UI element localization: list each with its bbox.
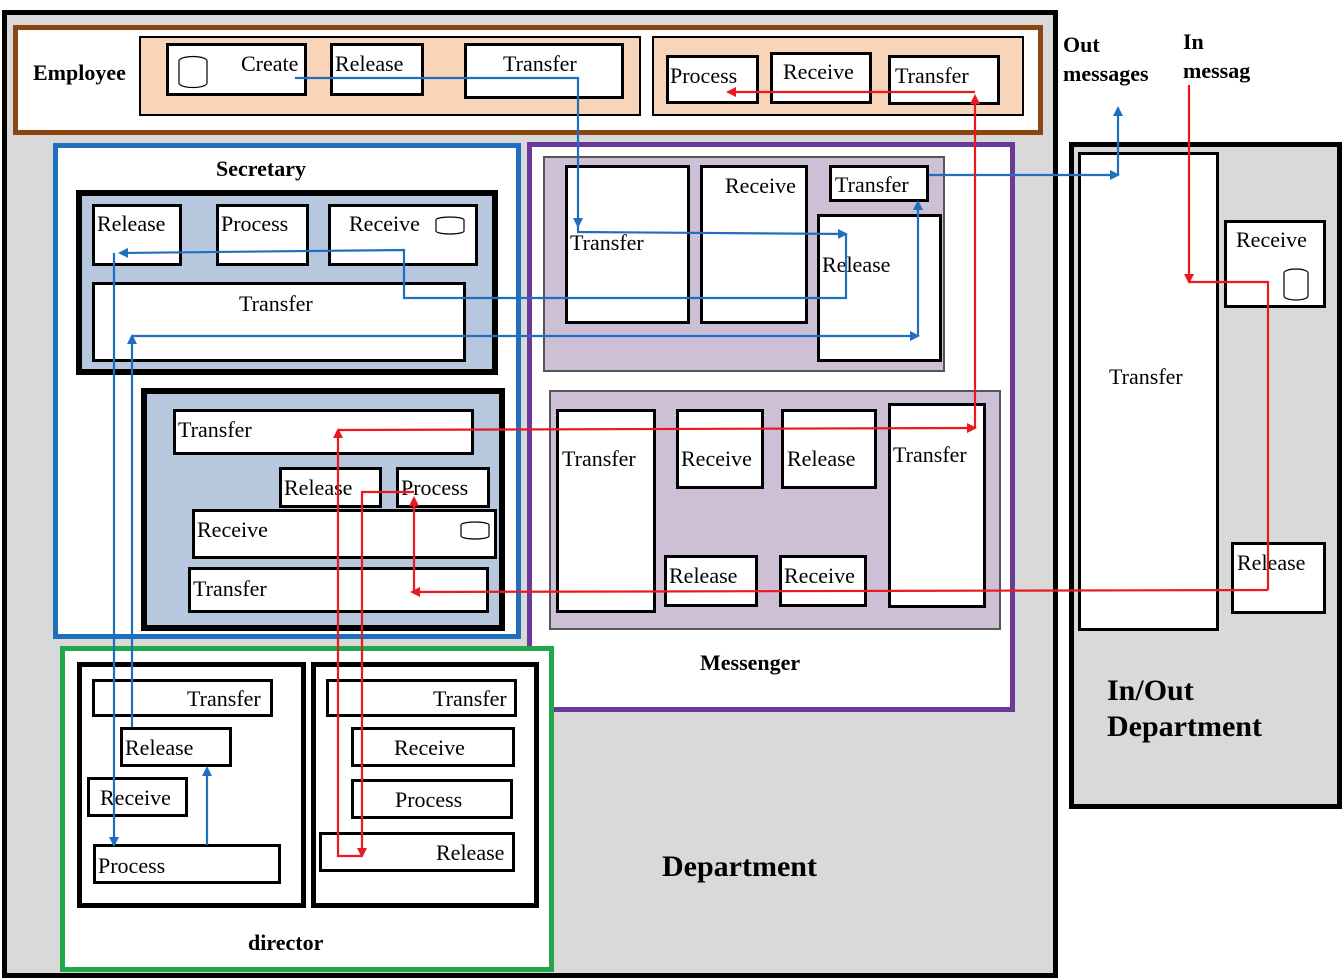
director-process-label: Process — [98, 853, 166, 878]
inout-receive-box: Receive — [1224, 220, 1326, 308]
messenger2-transfer-left-label: Transfer — [562, 446, 636, 471]
messenger2-release2-box: Release — [664, 555, 758, 607]
secretary-process-label: Process — [221, 211, 289, 236]
messenger2-receive2-label: Receive — [784, 563, 855, 588]
employee-receive-box: Receive — [770, 52, 872, 104]
messenger2-transfer-right-box: Transfer — [888, 403, 986, 608]
employee-release-box: Release — [330, 43, 424, 96]
director-transfer-box: Transfer — [92, 679, 273, 717]
secretary-release-box: Release — [92, 204, 182, 266]
director2-receive-box: Receive — [351, 727, 515, 767]
inout-transfer-box: Transfer — [1078, 152, 1219, 631]
employee-transfer-out-box: Transfer — [888, 55, 1000, 105]
secretary2-transfer-top-label: Transfer — [178, 417, 252, 442]
employee-process-box: Process — [666, 55, 759, 104]
secretary2-transfer-bottom-label: Transfer — [193, 576, 267, 601]
messenger2-receive-label: Receive — [681, 446, 752, 471]
director-release-label: Release — [125, 735, 194, 760]
database-icon — [178, 55, 208, 89]
secretary-release-label: Release — [97, 211, 166, 236]
messenger-transfer-out-box: Transfer — [829, 165, 929, 202]
blue-flow-messenger-transfer-to-release — [576, 226, 848, 239]
red-flow-director-to-secretary — [333, 428, 362, 858]
director2-process-label: Process — [395, 787, 463, 812]
messenger-label: Messenger — [700, 650, 801, 675]
employee-transfer-out-label: Transfer — [895, 63, 969, 88]
database-icon — [435, 216, 465, 235]
messenger2-release-label: Release — [787, 446, 856, 471]
inout-transfer-label: Transfer — [1109, 364, 1183, 389]
red-flow-secretary-to-messenger — [337, 423, 977, 434]
blue-flow-employee-to-messenger — [295, 76, 583, 228]
messenger2-transfer-left-box: Transfer — [556, 409, 656, 613]
secretary-process-box: Process — [216, 204, 309, 266]
director2-transfer-box: Transfer — [326, 679, 517, 717]
database-icon — [1283, 268, 1309, 301]
red-flow-process-to-director — [357, 490, 414, 858]
inout-label-line2: Department — [1107, 710, 1262, 743]
employee-process-label: Process — [670, 63, 738, 88]
inout-release-label: Release — [1237, 550, 1306, 575]
messenger2-release2-label: Release — [669, 563, 738, 588]
employee-receive-label: Receive — [783, 59, 854, 84]
out-messages-label-line1: Out — [1063, 32, 1100, 57]
secretary2-process-label: Process — [401, 475, 469, 500]
in-messages-label-line1: In — [1183, 29, 1204, 54]
secretary2-receive-label: Receive — [197, 517, 268, 542]
messenger2-receive-box: Receive — [676, 409, 764, 489]
secretary2-release-label: Release — [284, 475, 353, 500]
out-messages-label-line2: messages — [1063, 61, 1149, 86]
director-transfer-label: Transfer — [187, 686, 261, 711]
inout-receive-label: Receive — [1236, 227, 1307, 252]
secretary2-transfer-top-box: Transfer — [173, 409, 474, 455]
director2-release-box: Release — [319, 832, 515, 872]
employee-create-box: Create — [166, 43, 307, 96]
employee-transfer-box: Transfer — [464, 43, 624, 99]
secretary-transfer-label: Transfer — [239, 291, 313, 316]
messenger-transfer-label: Transfer — [570, 230, 644, 255]
employee-transfer-label: Transfer — [503, 51, 577, 76]
secretary2-release-box: Release — [279, 467, 382, 508]
messenger2-receive2-box: Receive — [779, 555, 867, 607]
red-flow-inout-to-release — [1189, 280, 1270, 590]
director-label: director — [248, 930, 324, 955]
in-messages-label-line2: messag — [1183, 58, 1251, 83]
director2-release-label: Release — [436, 840, 505, 865]
director2-process-box: Process — [351, 779, 513, 819]
secretary-label: Secretary — [216, 156, 306, 181]
employee-release-label: Release — [335, 51, 404, 76]
employee-label: Employee — [33, 60, 126, 85]
messenger-receive-label: Receive — [725, 173, 796, 198]
director-process-box: Process — [93, 844, 281, 884]
inout-release-box: Release — [1231, 542, 1326, 614]
director-receive-label: Receive — [100, 785, 171, 810]
secretary-receive-label: Receive — [349, 211, 420, 236]
inout-label-line1: In/Out — [1107, 674, 1194, 707]
employee-create-label: Create — [241, 51, 299, 76]
director2-receive-label: Receive — [394, 735, 465, 760]
messenger-transfer-out-label: Transfer — [835, 172, 909, 197]
director-release-box: Release — [120, 727, 232, 767]
secretary2-receive-box: Receive — [192, 509, 497, 559]
red-flow-inout-to-secretary — [410, 586, 1269, 597]
messenger2-transfer-right-label: Transfer — [893, 442, 967, 467]
director2-transfer-label: Transfer — [433, 686, 507, 711]
messenger2-release-box: Release — [781, 409, 877, 489]
blue-flow-messenger-to-secretary — [118, 234, 848, 300]
messenger-release-box: Release — [817, 214, 942, 362]
messenger-release-label: Release — [822, 252, 891, 277]
database-icon — [460, 521, 490, 540]
department-label: Department — [662, 850, 817, 883]
director-receive-box: Receive — [87, 777, 188, 817]
